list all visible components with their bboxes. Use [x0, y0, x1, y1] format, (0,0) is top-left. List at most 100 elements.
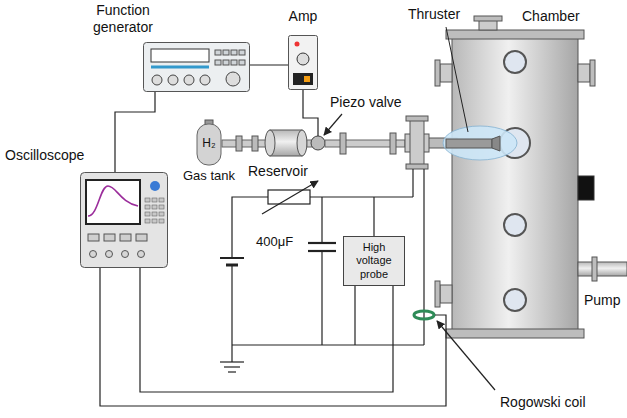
function-generator-part: [226, 72, 240, 86]
gas-line: [222, 116, 429, 169]
oscilloscope-part: [90, 251, 97, 258]
rogowski-coil: [100, 268, 495, 406]
oscilloscope-icon: [80, 172, 168, 268]
oscilloscope-part: [136, 234, 147, 241]
oscilloscope-part: [145, 198, 150, 202]
signal-wire: [140, 268, 393, 392]
amplifier-part: [293, 73, 313, 85]
function-generator-part: [223, 50, 229, 55]
vacuum-chamber-part: [504, 214, 526, 236]
vacuum-chamber-part: [440, 64, 452, 82]
gas-line-part: [297, 130, 307, 156]
function-generator-part: [239, 50, 245, 55]
discharge-circuit-part: [321, 197, 322, 243]
gas-line-part: [390, 133, 396, 154]
discharge-circuit-part: [321, 251, 322, 345]
discharge-circuit-part: [268, 190, 310, 204]
node-heading: Amp: [276, 8, 330, 25]
gas-line-part: [410, 120, 424, 166]
discharge-circuit-part: [232, 344, 424, 345]
gas-line-part: [406, 164, 428, 169]
node-text: H₂: [196, 136, 222, 150]
gas-line-part: [236, 136, 242, 151]
thruster-leader-part: [446, 27, 468, 132]
vacuum-chamber-part: [435, 281, 440, 307]
oscilloscope-part: [159, 205, 164, 209]
vacuum-chamber-part: [578, 176, 594, 200]
oscilloscope-part: [159, 212, 164, 216]
gas-tank-part: [197, 124, 221, 165]
signal-wire: [250, 64, 288, 65]
node-text: High voltage probe: [348, 241, 400, 281]
part-label: Thruster: [408, 6, 460, 23]
oscilloscope-part: [122, 251, 129, 258]
part-label: Chamber: [522, 8, 580, 25]
discharge-circuit-part: [220, 257, 244, 259]
pump-pipe-part: [592, 257, 597, 281]
part-label: Rogowski coil: [500, 394, 586, 411]
oscilloscope-part: [104, 234, 115, 241]
function-generator-part: [144, 43, 250, 92]
pump-pipe-part: [578, 262, 627, 276]
discharge-circuit-part: [231, 265, 232, 345]
function-generator-part: [184, 75, 194, 85]
oscilloscope-part: [152, 219, 157, 223]
function-generator-part: [215, 50, 221, 55]
discharge-circuit-part: [310, 196, 413, 197]
oscilloscope-part: [145, 205, 150, 209]
component-value: 400μF: [256, 234, 293, 250]
vacuum-chamber-part: [578, 64, 590, 82]
thruster-part: [443, 126, 517, 160]
thruster: [427, 126, 517, 160]
gas-line-part: [222, 140, 270, 147]
function-generator-part: [239, 60, 245, 65]
discharge-circuit-part: [308, 242, 336, 244]
discharge-circuit-part: [231, 345, 232, 362]
vacuum-chamber-part: [590, 60, 595, 86]
discharge-circuit-part: [373, 197, 374, 236]
oscilloscope-part: [138, 251, 145, 258]
vacuum-chamber-part: [446, 329, 584, 338]
oscilloscope-part: [150, 181, 160, 191]
part-label: Reservoir: [248, 163, 308, 180]
oscilloscope-part: [145, 212, 150, 216]
function-generator-part: [168, 75, 178, 85]
discharge-circuit-part: [262, 181, 318, 214]
oscilloscope-part: [152, 205, 157, 209]
discharge-circuit-part: [412, 169, 413, 197]
oscilloscope-part: [159, 198, 164, 202]
gas-line-part: [340, 133, 346, 154]
discharge-circuit-part: [354, 286, 355, 345]
oscilloscope-part: [88, 234, 99, 241]
function-generator-part: [231, 60, 237, 65]
vacuum-chamber-part: [446, 30, 584, 39]
thruster-part: [492, 136, 500, 151]
amplifier-icon: [288, 35, 318, 90]
node-heading: Function generator: [81, 2, 165, 36]
rogowski-coil-part: [414, 311, 434, 319]
discharge-circuit-part: [220, 361, 244, 362]
thruster-leader: [446, 27, 468, 132]
amplifier-part: [289, 36, 318, 90]
vacuum-chamber-part: [452, 38, 578, 330]
oscilloscope-part: [106, 251, 113, 258]
function-generator-part: [200, 75, 210, 85]
oscilloscope-part: [86, 180, 140, 224]
valve-drive-wire-part: [303, 90, 318, 136]
function-generator: Function generator: [143, 42, 250, 92]
probe-box: High voltage probe: [343, 236, 405, 286]
gas-line-part: [265, 130, 275, 156]
vacuum-chamber-part: [504, 51, 526, 73]
function-generator-part: [151, 66, 209, 69]
function-generator-part: [152, 75, 162, 85]
vacuum-chamber-part: [504, 289, 526, 311]
valve-drive-wire-part: [324, 114, 342, 135]
signal-wire: [115, 92, 155, 172]
oscilloscope: Oscilloscope: [80, 172, 168, 268]
vacuum-chamber-part: [440, 285, 452, 303]
oscilloscope-part: [159, 219, 164, 223]
function-generator-part: [231, 50, 237, 55]
oscilloscope-part: [120, 234, 131, 241]
function-generator-part: [151, 49, 209, 62]
